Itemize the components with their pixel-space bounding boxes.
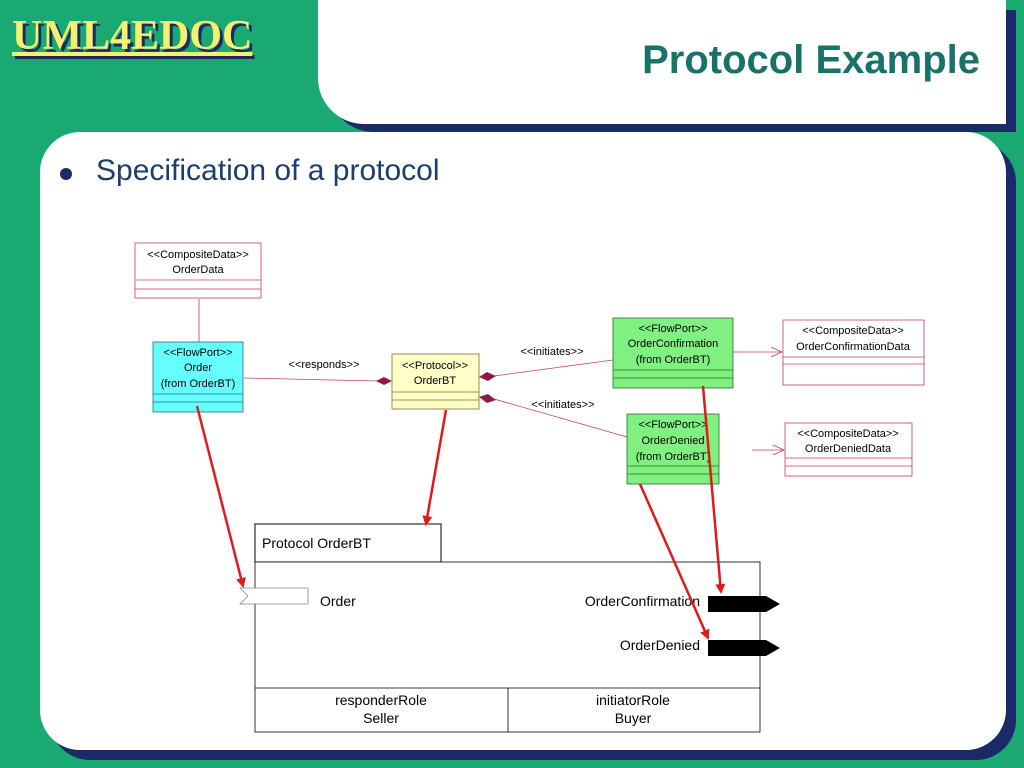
order-data-name: OrderData	[172, 264, 224, 276]
diamond-initiates-denied	[479, 394, 496, 403]
flowport-confirmation-name: OrderConfirmation	[628, 338, 718, 350]
class-protocol: <<Protocol>> OrderBT	[391, 353, 480, 410]
role-right-name: Buyer	[615, 710, 652, 726]
diamond-responds	[376, 377, 392, 385]
role-left-name: Seller	[363, 710, 399, 726]
slide-title: Protocol Example	[642, 38, 980, 82]
denied-data-stereotype: <<CompositeData>>	[797, 428, 899, 440]
initiates-label-1: <<initiates>>	[521, 346, 584, 358]
order-data-stereotype: <<CompositeData>>	[147, 249, 249, 261]
flowport-order-stereotype: <<FlowPort>>	[163, 347, 232, 359]
red-arrow-order	[195, 405, 246, 588]
class-flowport-confirmation: <<FlowPort>> OrderConfirmation (from Ord…	[612, 317, 734, 389]
flowport-confirmation-stereotype: <<FlowPort>>	[638, 323, 707, 335]
red-arrow-confirmation	[701, 385, 726, 594]
port-denied-label: OrderDenied	[620, 637, 700, 653]
flowport-denied-stereotype: <<FlowPort>>	[638, 419, 707, 431]
role-right-role: initiatorRole	[596, 692, 670, 708]
bullet-text: Specification of a protocol	[96, 154, 440, 187]
denied-data-name: OrderDeniedData	[805, 443, 892, 455]
flowport-order-from: (from OrderBT)	[161, 378, 236, 390]
confirmation-data-name: OrderConfirmationData	[796, 341, 911, 353]
initiates-label-2: <<initiates>>	[532, 399, 595, 411]
port-confirmation-label: OrderConfirmation	[585, 593, 700, 609]
diamond-initiates-confirmation	[479, 372, 496, 381]
class-confirmation-data: <<CompositeData>> OrderConfirmationData	[782, 319, 925, 386]
protocol-name: OrderBT	[414, 375, 456, 387]
class-flowport-denied: <<FlowPort>> OrderDenied (from OrderBT)	[626, 413, 720, 485]
port-order-label: Order	[320, 593, 356, 609]
responds-label: <<responds>>	[289, 359, 360, 371]
red-arrow-protocol	[422, 409, 448, 526]
protocol-component: Protocol OrderBT Order OrderConfirmation…	[239, 523, 780, 733]
flowport-confirmation-from: (from OrderBT)	[636, 354, 711, 366]
bullet-icon	[60, 168, 72, 180]
class-flowport-order: <<FlowPort>> Order (from OrderBT)	[152, 341, 244, 413]
title-panel: Protocol Example	[318, 0, 1006, 124]
protocol-tab-label: Protocol OrderBT	[262, 535, 371, 551]
flowport-denied-name: OrderDenied	[642, 435, 705, 447]
connector-responds	[243, 377, 379, 382]
red-arrow-denied	[638, 483, 710, 640]
protocol-tab	[254, 523, 442, 563]
flowport-denied-from: (from OrderBT)	[636, 451, 711, 463]
class-order-data: <<CompositeData>> OrderData	[134, 242, 262, 299]
flowport-order-name: Order	[184, 362, 212, 374]
connector-initiates-denied	[493, 398, 628, 438]
confirmation-data-stereotype: <<CompositeData>>	[802, 325, 904, 337]
port-confirmation-icon	[708, 596, 780, 612]
connector-initiates-confirmation	[493, 359, 614, 377]
protocol-body	[254, 561, 761, 733]
class-denied-data: <<CompositeData>> OrderDeniedData	[784, 422, 913, 477]
protocol-stereotype: <<Protocol>>	[402, 360, 468, 372]
port-denied-icon	[708, 640, 780, 656]
logo: UML4EDOC	[12, 13, 253, 59]
role-left-role: responderRole	[335, 692, 427, 708]
port-order-icon	[239, 587, 309, 605]
